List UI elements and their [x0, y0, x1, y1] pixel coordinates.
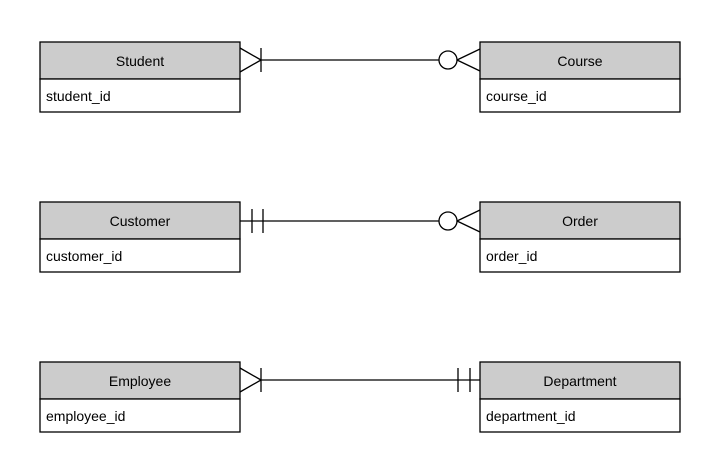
- one-and-only-one-icon: [457, 368, 471, 392]
- entity-field: employee_id: [46, 408, 125, 424]
- crows-foot-lines: [456, 48, 481, 72]
- entity-title: Course: [557, 53, 602, 69]
- crows-foot-lines: [239, 367, 262, 393]
- relationship-student-course[interactable]: [239, 47, 481, 73]
- entity-field: order_id: [486, 248, 537, 264]
- entity-customer[interactable]: Customer customer_id: [39, 201, 241, 273]
- entity-body: [39, 238, 241, 273]
- double-bar: [251, 209, 264, 233]
- entity-body: [479, 398, 681, 433]
- crows-foot-one-many-icon: [239, 47, 262, 73]
- entity-title: Employee: [109, 373, 171, 389]
- entity-title: Department: [543, 373, 616, 389]
- zero-circle: [438, 50, 458, 70]
- entity-body: [39, 78, 241, 113]
- entity-body: [479, 238, 681, 273]
- zero-many-icon: [438, 48, 481, 72]
- relationship-customer-order[interactable]: [240, 209, 481, 233]
- entity-body: [479, 78, 681, 113]
- zero-many-icon: [438, 209, 481, 233]
- crows-foot-lines: [239, 47, 262, 73]
- entity-order[interactable]: Order order_id: [479, 201, 681, 273]
- entity-field: course_id: [486, 88, 547, 104]
- zero-circle: [438, 211, 458, 231]
- entity-title: Student: [116, 53, 164, 69]
- entity-field: customer_id: [46, 248, 122, 264]
- crows-foot-lines: [456, 209, 481, 233]
- entity-field: student_id: [46, 88, 111, 104]
- entity-header: [39, 41, 241, 80]
- double-bar: [457, 368, 471, 392]
- entity-field: department_id: [486, 408, 576, 424]
- relationship-employee-department[interactable]: [239, 367, 480, 393]
- entity-header: [479, 361, 681, 400]
- entity-body: [39, 398, 241, 433]
- entity-employee[interactable]: Employee employee_id: [39, 361, 241, 433]
- entity-title: Order: [562, 213, 598, 229]
- entity-department[interactable]: Department department_id: [479, 361, 681, 433]
- entity-student[interactable]: Student student_id: [39, 41, 241, 113]
- entity-header: [39, 361, 241, 400]
- crows-foot-one-many-icon: [239, 367, 262, 393]
- entity-header: [479, 201, 681, 240]
- one-and-only-one-icon: [251, 209, 264, 233]
- entity-course[interactable]: Course course_id: [479, 41, 681, 113]
- entity-title: Customer: [110, 213, 171, 229]
